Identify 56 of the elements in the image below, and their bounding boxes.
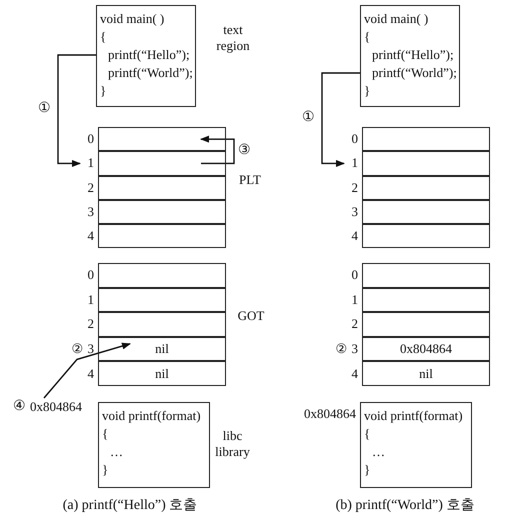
code-line: { — [364, 28, 370, 46]
slot-index: 0 — [352, 131, 358, 148]
code-line: void main( ) — [364, 10, 428, 28]
slot-index: 0 — [352, 267, 358, 284]
slot-index: 0 — [88, 267, 94, 284]
code-line: void printf(format) — [102, 407, 201, 425]
slot-index: 2 — [88, 180, 94, 196]
code-line: … — [109, 443, 123, 461]
region-label: text region — [215, 22, 251, 54]
code-line: void printf(format) — [364, 407, 463, 425]
memory-slot: 0x804864 — [362, 336, 490, 362]
code-line: } — [364, 461, 370, 479]
memory-slot: nil — [362, 361, 490, 386]
slot-index: 4 — [88, 228, 94, 244]
slot-index: 0 — [88, 131, 94, 148]
code-line: printf(“World”); — [107, 64, 193, 82]
slot-index: 3 — [352, 341, 358, 358]
arrow — [43, 342, 131, 398]
arrow — [57, 54, 96, 167]
slot-index: 1 — [88, 155, 94, 172]
code-line: printf(“World”); — [371, 64, 457, 82]
caption: (b) printf(“World”) 호출 — [334, 498, 476, 514]
step-number: ② — [336, 341, 348, 358]
code-line: } — [100, 82, 106, 100]
code-line: … — [371, 443, 385, 461]
region-label: PLT — [238, 172, 262, 188]
memory-slot: nil — [98, 336, 226, 362]
code-line: } — [102, 461, 108, 479]
address-label: 0x804864 — [29, 398, 83, 416]
caption: (a) printf(“Hello”) 호출 — [62, 498, 198, 514]
region-label: GOT — [236, 308, 266, 324]
code-line: printf(“Hello”); — [107, 46, 190, 64]
slot-index: 3 — [88, 204, 94, 220]
arrow — [200, 136, 235, 164]
slot-index: 4 — [352, 366, 358, 382]
code-line: { — [100, 28, 106, 46]
slot-index: 1 — [88, 292, 94, 308]
slot-index: 1 — [352, 155, 358, 172]
slot-index: 3 — [88, 341, 94, 358]
step-number: ② — [72, 341, 84, 358]
slot-index: 2 — [88, 316, 94, 332]
memory-slot: nil — [98, 361, 226, 386]
arrow — [321, 72, 360, 167]
address-label: 0x804864 — [304, 406, 356, 422]
code-line: printf(“Hello”); — [371, 46, 454, 64]
code-line: { — [364, 425, 370, 443]
code-line: } — [364, 82, 370, 100]
slot-index: 1 — [352, 292, 358, 308]
slot-index: 3 — [352, 204, 358, 220]
slot-index: 2 — [352, 180, 358, 196]
code-line: { — [102, 425, 108, 443]
slot-index: 2 — [352, 316, 358, 332]
region-label: libc library — [214, 428, 251, 460]
slot-index: 4 — [88, 366, 94, 382]
code-line: void main( ) — [100, 10, 164, 28]
slot-index: 4 — [352, 228, 358, 244]
